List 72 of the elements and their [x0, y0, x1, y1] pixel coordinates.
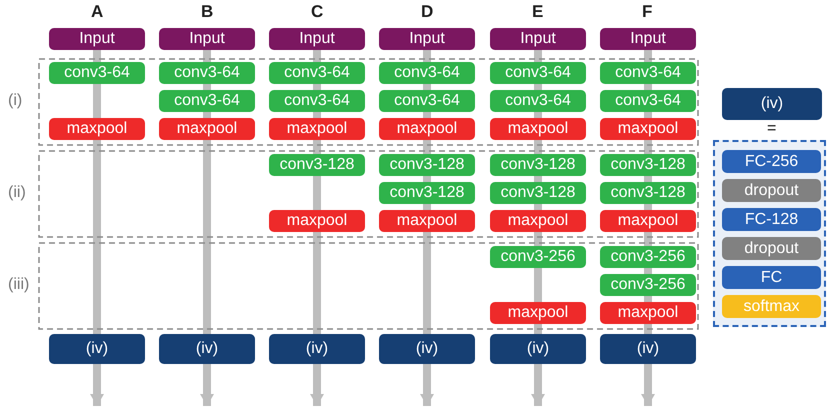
input-block: Input	[269, 28, 365, 50]
conv-layer: conv3-64	[379, 90, 475, 112]
pooling-layer: maxpool	[49, 118, 145, 140]
fc-layer: FC-128	[722, 208, 821, 231]
pooling-layer: maxpool	[490, 210, 586, 232]
group-label: (iii)	[8, 276, 30, 294]
layer-group	[8, 58, 699, 146]
column-heading: D	[421, 2, 434, 22]
dropout-layer: dropout	[722, 237, 821, 260]
pooling-layer: maxpool	[379, 210, 475, 232]
classifier-block: (iv)	[379, 334, 475, 364]
column-heading: F	[642, 2, 652, 22]
conv-layer: conv3-128	[600, 182, 696, 204]
dropout-layer: dropout	[722, 179, 821, 202]
conv-layer: conv3-64	[49, 62, 145, 84]
expansion-panel	[713, 140, 826, 327]
pooling-layer: maxpool	[600, 210, 696, 232]
conv-layer: conv3-64	[159, 62, 255, 84]
input-block: Input	[600, 28, 696, 50]
conv-layer: conv3-256	[490, 246, 586, 268]
input-block: Input	[49, 28, 145, 50]
layer-group	[8, 150, 699, 238]
column-heading: B	[201, 2, 214, 22]
input-block: Input	[490, 28, 586, 50]
conv-layer: conv3-64	[159, 90, 255, 112]
pooling-layer: maxpool	[490, 118, 586, 140]
conv-layer: conv3-128	[600, 154, 696, 176]
classifier-block: (iv)	[490, 334, 586, 364]
conv-layer: conv3-128	[490, 182, 586, 204]
conv-layer: conv3-128	[379, 182, 475, 204]
conv-layer: conv3-64	[490, 62, 586, 84]
column-heading: A	[91, 2, 104, 22]
fc-layer: FC-256	[722, 150, 821, 173]
pooling-layer: maxpool	[159, 118, 255, 140]
arrow	[641, 364, 655, 406]
input-block: Input	[379, 28, 475, 50]
conv-layer: conv3-128	[490, 154, 586, 176]
pooling-layer: maxpool	[379, 118, 475, 140]
conv-layer: conv3-64	[600, 62, 696, 84]
softmax-layer: softmax	[722, 295, 821, 318]
layer-group	[8, 242, 699, 330]
conv-layer: conv3-64	[490, 90, 586, 112]
arrow	[420, 364, 434, 406]
conv-layer: conv3-64	[379, 62, 475, 84]
group-label: (ii)	[8, 184, 26, 202]
pooling-layer: maxpool	[269, 210, 365, 232]
fc-layer: FC	[722, 266, 821, 289]
classifier-block: (iv)	[49, 334, 145, 364]
arrow	[531, 364, 545, 406]
conv-layer: conv3-128	[379, 154, 475, 176]
classifier-block: (iv)	[600, 334, 696, 364]
arrow	[200, 364, 214, 406]
arrow	[90, 364, 104, 406]
column-heading: E	[532, 2, 544, 22]
input-block: Input	[159, 28, 255, 50]
pooling-layer: maxpool	[269, 118, 365, 140]
classifier-block: (iv)	[159, 334, 255, 364]
pooling-layer: maxpool	[490, 302, 586, 324]
column-heading: C	[311, 2, 324, 22]
pooling-layer: maxpool	[600, 118, 696, 140]
group-label: (i)	[8, 92, 22, 110]
conv-layer: conv3-64	[600, 90, 696, 112]
conv-layer: conv3-64	[269, 90, 365, 112]
conv-layer: conv3-128	[269, 154, 365, 176]
classifier-block: (iv)	[269, 334, 365, 364]
conv-layer: conv3-256	[600, 246, 696, 268]
conv-layer: conv3-64	[269, 62, 365, 84]
classifier-block: (iv)	[722, 88, 822, 120]
equals-sign: =	[767, 120, 776, 138]
pooling-layer: maxpool	[600, 302, 696, 324]
arrow	[310, 364, 324, 406]
conv-layer: conv3-256	[600, 274, 696, 296]
